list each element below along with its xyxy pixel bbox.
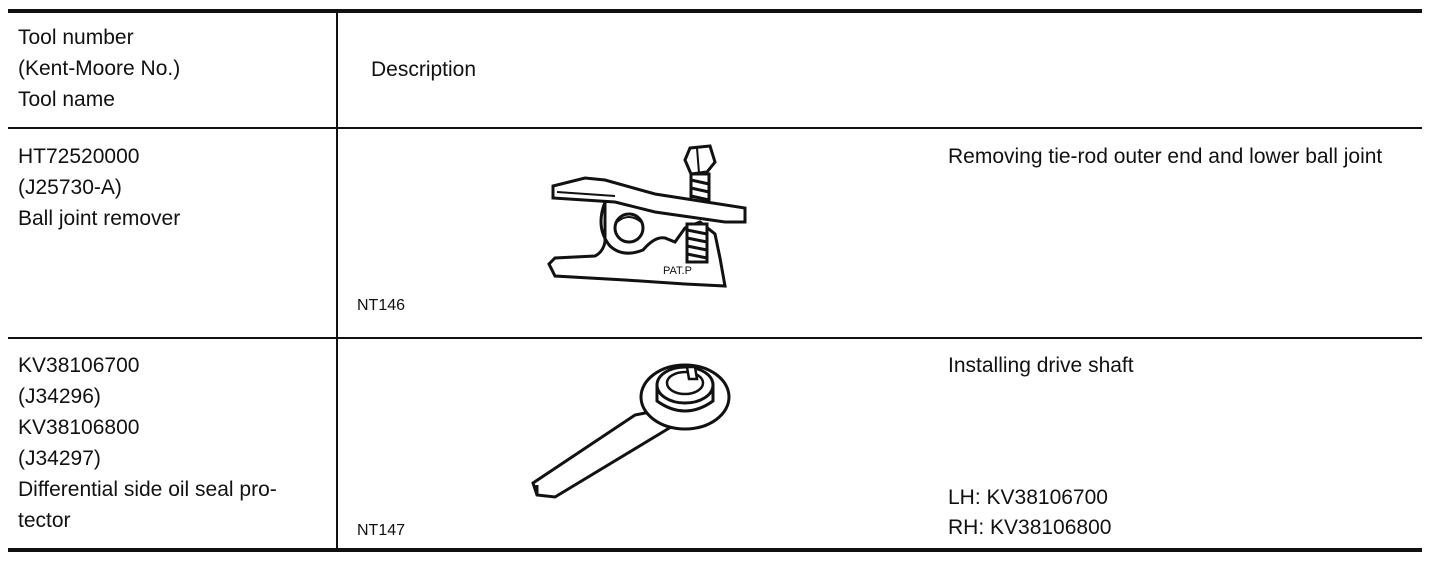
table-row-2-tool: KV38106700 (J34296) KV38106800 (J34297) … xyxy=(18,350,277,536)
oil-seal-protector-icon xyxy=(531,363,731,499)
header-description: Description xyxy=(371,58,477,81)
figure-code: NT146 xyxy=(357,297,406,314)
row-divider xyxy=(8,337,1422,339)
rh-part-number: RH: KV38106800 xyxy=(948,516,1112,539)
kent-moore-number: (J25730-A) xyxy=(18,176,122,199)
tool-name: Ball joint remover xyxy=(18,207,181,230)
description-text: Removing tie-rod outer end and lower bal… xyxy=(948,145,1383,168)
header-tool-column: Tool number (Kent-Moore No.) Tool name xyxy=(18,22,180,115)
lh-part-number: LH: KV38106700 xyxy=(948,486,1108,509)
tool-number: KV38106800 xyxy=(18,416,140,439)
header-tool-name: Tool name xyxy=(18,88,115,111)
tool-name-continued: tector xyxy=(18,509,71,532)
figure-code: NT147 xyxy=(357,522,406,539)
header-kent-moore: (Kent-Moore No.) xyxy=(18,57,181,80)
row-divider xyxy=(8,127,1422,129)
kent-moore-number: (J34296) xyxy=(18,385,101,408)
ball-joint-remover-icon: PAT.P xyxy=(547,144,747,288)
tool-number: HT72520000 xyxy=(18,145,140,168)
figure-label: PAT.P xyxy=(663,265,692,277)
column-divider xyxy=(336,11,338,551)
row-2-description: Installing drive shaft xyxy=(948,354,1134,377)
tool-number: KV38106700 xyxy=(18,354,140,377)
row-1-description: Removing tie-rod outer end and lower bal… xyxy=(948,141,1418,172)
table-bottom-rule xyxy=(8,548,1422,552)
kent-moore-number: (J34297) xyxy=(18,447,101,470)
header-tool-number: Tool number xyxy=(18,26,134,49)
table-row-1-tool: HT72520000 (J25730-A) Ball joint remover xyxy=(18,141,180,234)
tool-name: Differential side oil seal pro- xyxy=(18,478,277,501)
table-top-rule xyxy=(8,9,1422,13)
